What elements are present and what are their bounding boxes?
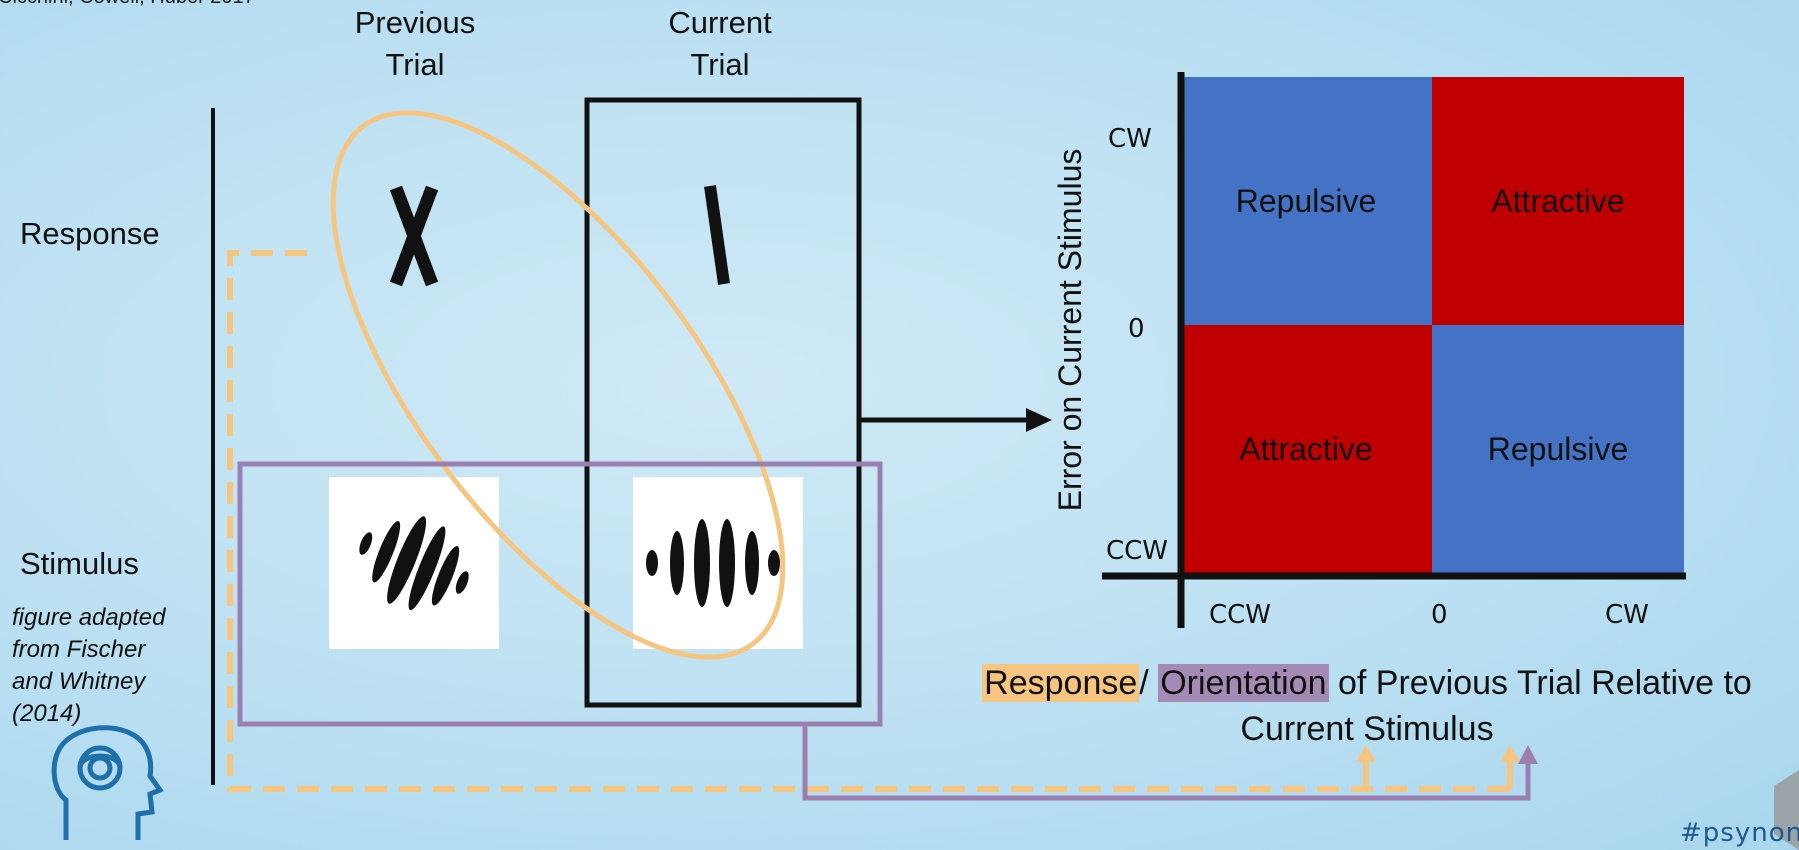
hashtag-text: #psynon: [1680, 818, 1799, 848]
quadrant-bottom-right: [1432, 325, 1684, 573]
y-axis-title: Error on Current Stimulus: [1052, 148, 1088, 512]
column-label-previous: Previous Trial: [354, 5, 476, 82]
quadrant-label-bottom-left: Attractive: [1239, 430, 1373, 467]
y-tick-ccw: CCW: [1106, 536, 1169, 566]
head-brain-logo-icon: [51, 725, 164, 840]
x-tick-cw: CW: [1605, 600, 1649, 630]
x-axis-title-orientation: Orientation: [1158, 664, 1329, 702]
purple-arrow-head: [1518, 745, 1538, 764]
x-tick-zero: 0: [1431, 600, 1448, 630]
orange-arrow-head-1: [1356, 745, 1376, 762]
y-tick-zero: 0: [1128, 314, 1145, 344]
y-tick-cw: CW: [1108, 124, 1152, 154]
current-trial-box: [584, 97, 862, 708]
column-label-current: Current Trial: [668, 5, 772, 82]
x-axis-title: Response/ Orientation of Previous Trial …: [942, 660, 1792, 752]
quadrant-top-left: [1180, 77, 1432, 325]
quadrant-bottom-left: [1180, 325, 1432, 573]
previous-gabor-icon: [359, 516, 469, 611]
speaker-icon: [1774, 770, 1799, 850]
orientation-path: [802, 724, 1531, 801]
previous-response-x-icon: [389, 185, 439, 287]
quadrant-label-top-left: Repulsive: [1235, 182, 1377, 219]
citation-text: Cicchini, Cowell, Huber 2017: [0, 0, 255, 9]
stimulus-group-box: [237, 461, 883, 727]
row-label-response: Response: [20, 216, 160, 251]
x-axis-title-response: Response: [982, 664, 1140, 702]
orange-arrow-head-2: [1500, 745, 1520, 762]
quadrant-label-bottom-right: Repulsive: [1487, 430, 1629, 467]
response-dashed-path: [227, 250, 1512, 792]
figure-credit: figure adapted from Fischer and Whitney …: [12, 604, 166, 727]
x-axis-title-line2: Current Stimulus: [1240, 710, 1494, 748]
x-axis-title-rest: of Previous Trial Relative to: [1328, 664, 1752, 702]
response-ellipse: [330, 110, 786, 660]
x-tick-ccw: CCW: [1209, 600, 1272, 630]
quadrant-top-right: [1432, 77, 1684, 325]
quadrant-label-top-right: Attractive: [1491, 182, 1625, 219]
current-gabor-icon: [646, 519, 780, 607]
row-label-stimulus: Stimulus: [20, 546, 139, 581]
x-axis-title-separator: /: [1139, 664, 1159, 702]
current-response-bar-icon: [704, 185, 730, 285]
